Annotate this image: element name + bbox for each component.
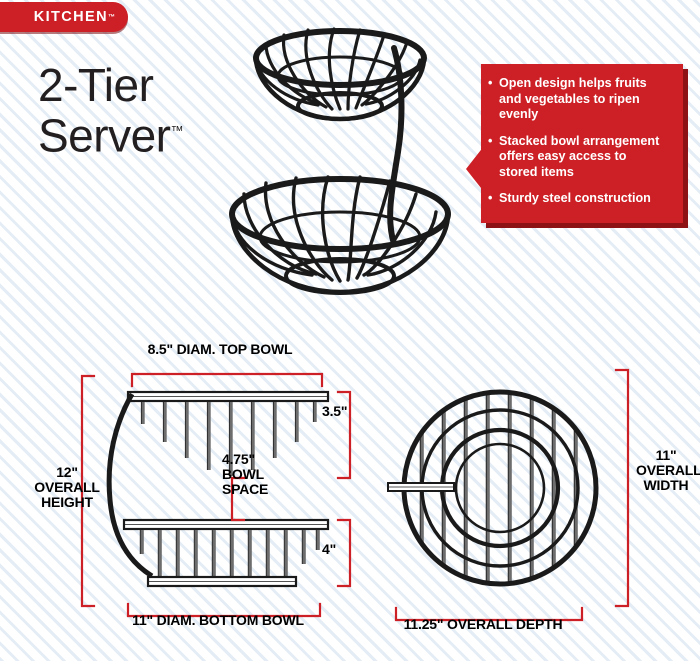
top-view-handle <box>387 482 455 492</box>
badge-label: KITCHEN <box>33 8 108 25</box>
label-bottom-bowl-height: 4" <box>322 541 337 557</box>
feature-item: Sturdy steel construction <box>488 191 666 207</box>
label-bottom-bowl-diameter: 11" DIAM. BOTTOM BOWL <box>132 612 304 628</box>
top-view-dimension-brackets <box>394 368 630 622</box>
side-view-bottom-bowl <box>122 518 330 588</box>
product-photo-svg <box>229 27 451 295</box>
dimension-diagrams: 8.5" DIAM. TOP BOWL 12" OVERALL HEIGHT 3… <box>0 330 700 661</box>
label-top-bowl-height: 3.5" <box>322 403 348 419</box>
side-view-top-bowl <box>126 390 330 476</box>
label-bowl-space: 4.75" BOWL SPACE <box>222 451 269 497</box>
side-view-diagram <box>80 372 352 618</box>
title-trademark-icon: ™ <box>170 123 184 138</box>
feature-item: Stacked bowl arrangement offers easy acc… <box>488 134 666 181</box>
top-view-diagram <box>387 368 630 622</box>
side-view-dimension-brackets <box>80 372 352 618</box>
label-overall-height: 12" OVERALL HEIGHT <box>34 464 100 510</box>
label-top-bowl-diameter: 8.5" DIAM. TOP BOWL <box>147 341 293 357</box>
title-line-2: Server <box>38 109 171 162</box>
title-line-1: 2-Tier <box>38 59 154 111</box>
label-overall-width: 11" OVERALL WIDTH <box>636 447 700 493</box>
feature-list: Open design helps fruits and vegetables … <box>488 76 666 218</box>
feature-item: Open design helps fruits and vegetables … <box>488 76 666 123</box>
side-view-post <box>106 392 154 579</box>
feature-callout: Open design helps fruits and vegetables … <box>466 64 688 228</box>
product-photo <box>208 18 472 324</box>
top-view-center-ring <box>454 442 546 534</box>
top-view-inner-ring <box>439 427 561 549</box>
label-overall-depth: 11.25" OVERALL DEPTH <box>403 616 563 632</box>
page-title: 2-Tier Server™ <box>38 62 278 158</box>
badge-trademark-icon: ™ <box>108 13 115 21</box>
title-line-2-wrap: Server™ <box>38 108 278 158</box>
